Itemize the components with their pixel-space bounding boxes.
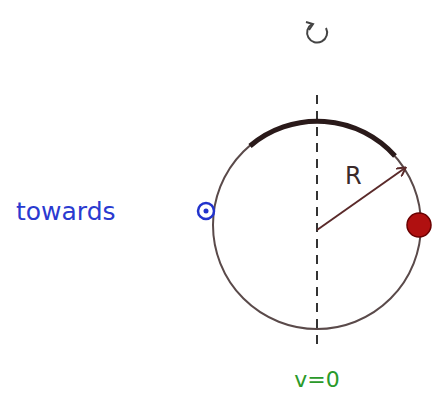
radius-label: R — [345, 164, 362, 188]
rotation-axis — [316, 95, 318, 345]
hoop-top-thick — [250, 121, 395, 156]
hoop — [213, 121, 421, 329]
direction-label: towards — [16, 199, 116, 224]
velocity-label: v=0 — [294, 369, 339, 391]
towards-symbol — [198, 203, 214, 219]
rotation-arrowhead — [306, 22, 313, 30]
towards-dot — [204, 209, 209, 214]
bead — [407, 213, 431, 237]
